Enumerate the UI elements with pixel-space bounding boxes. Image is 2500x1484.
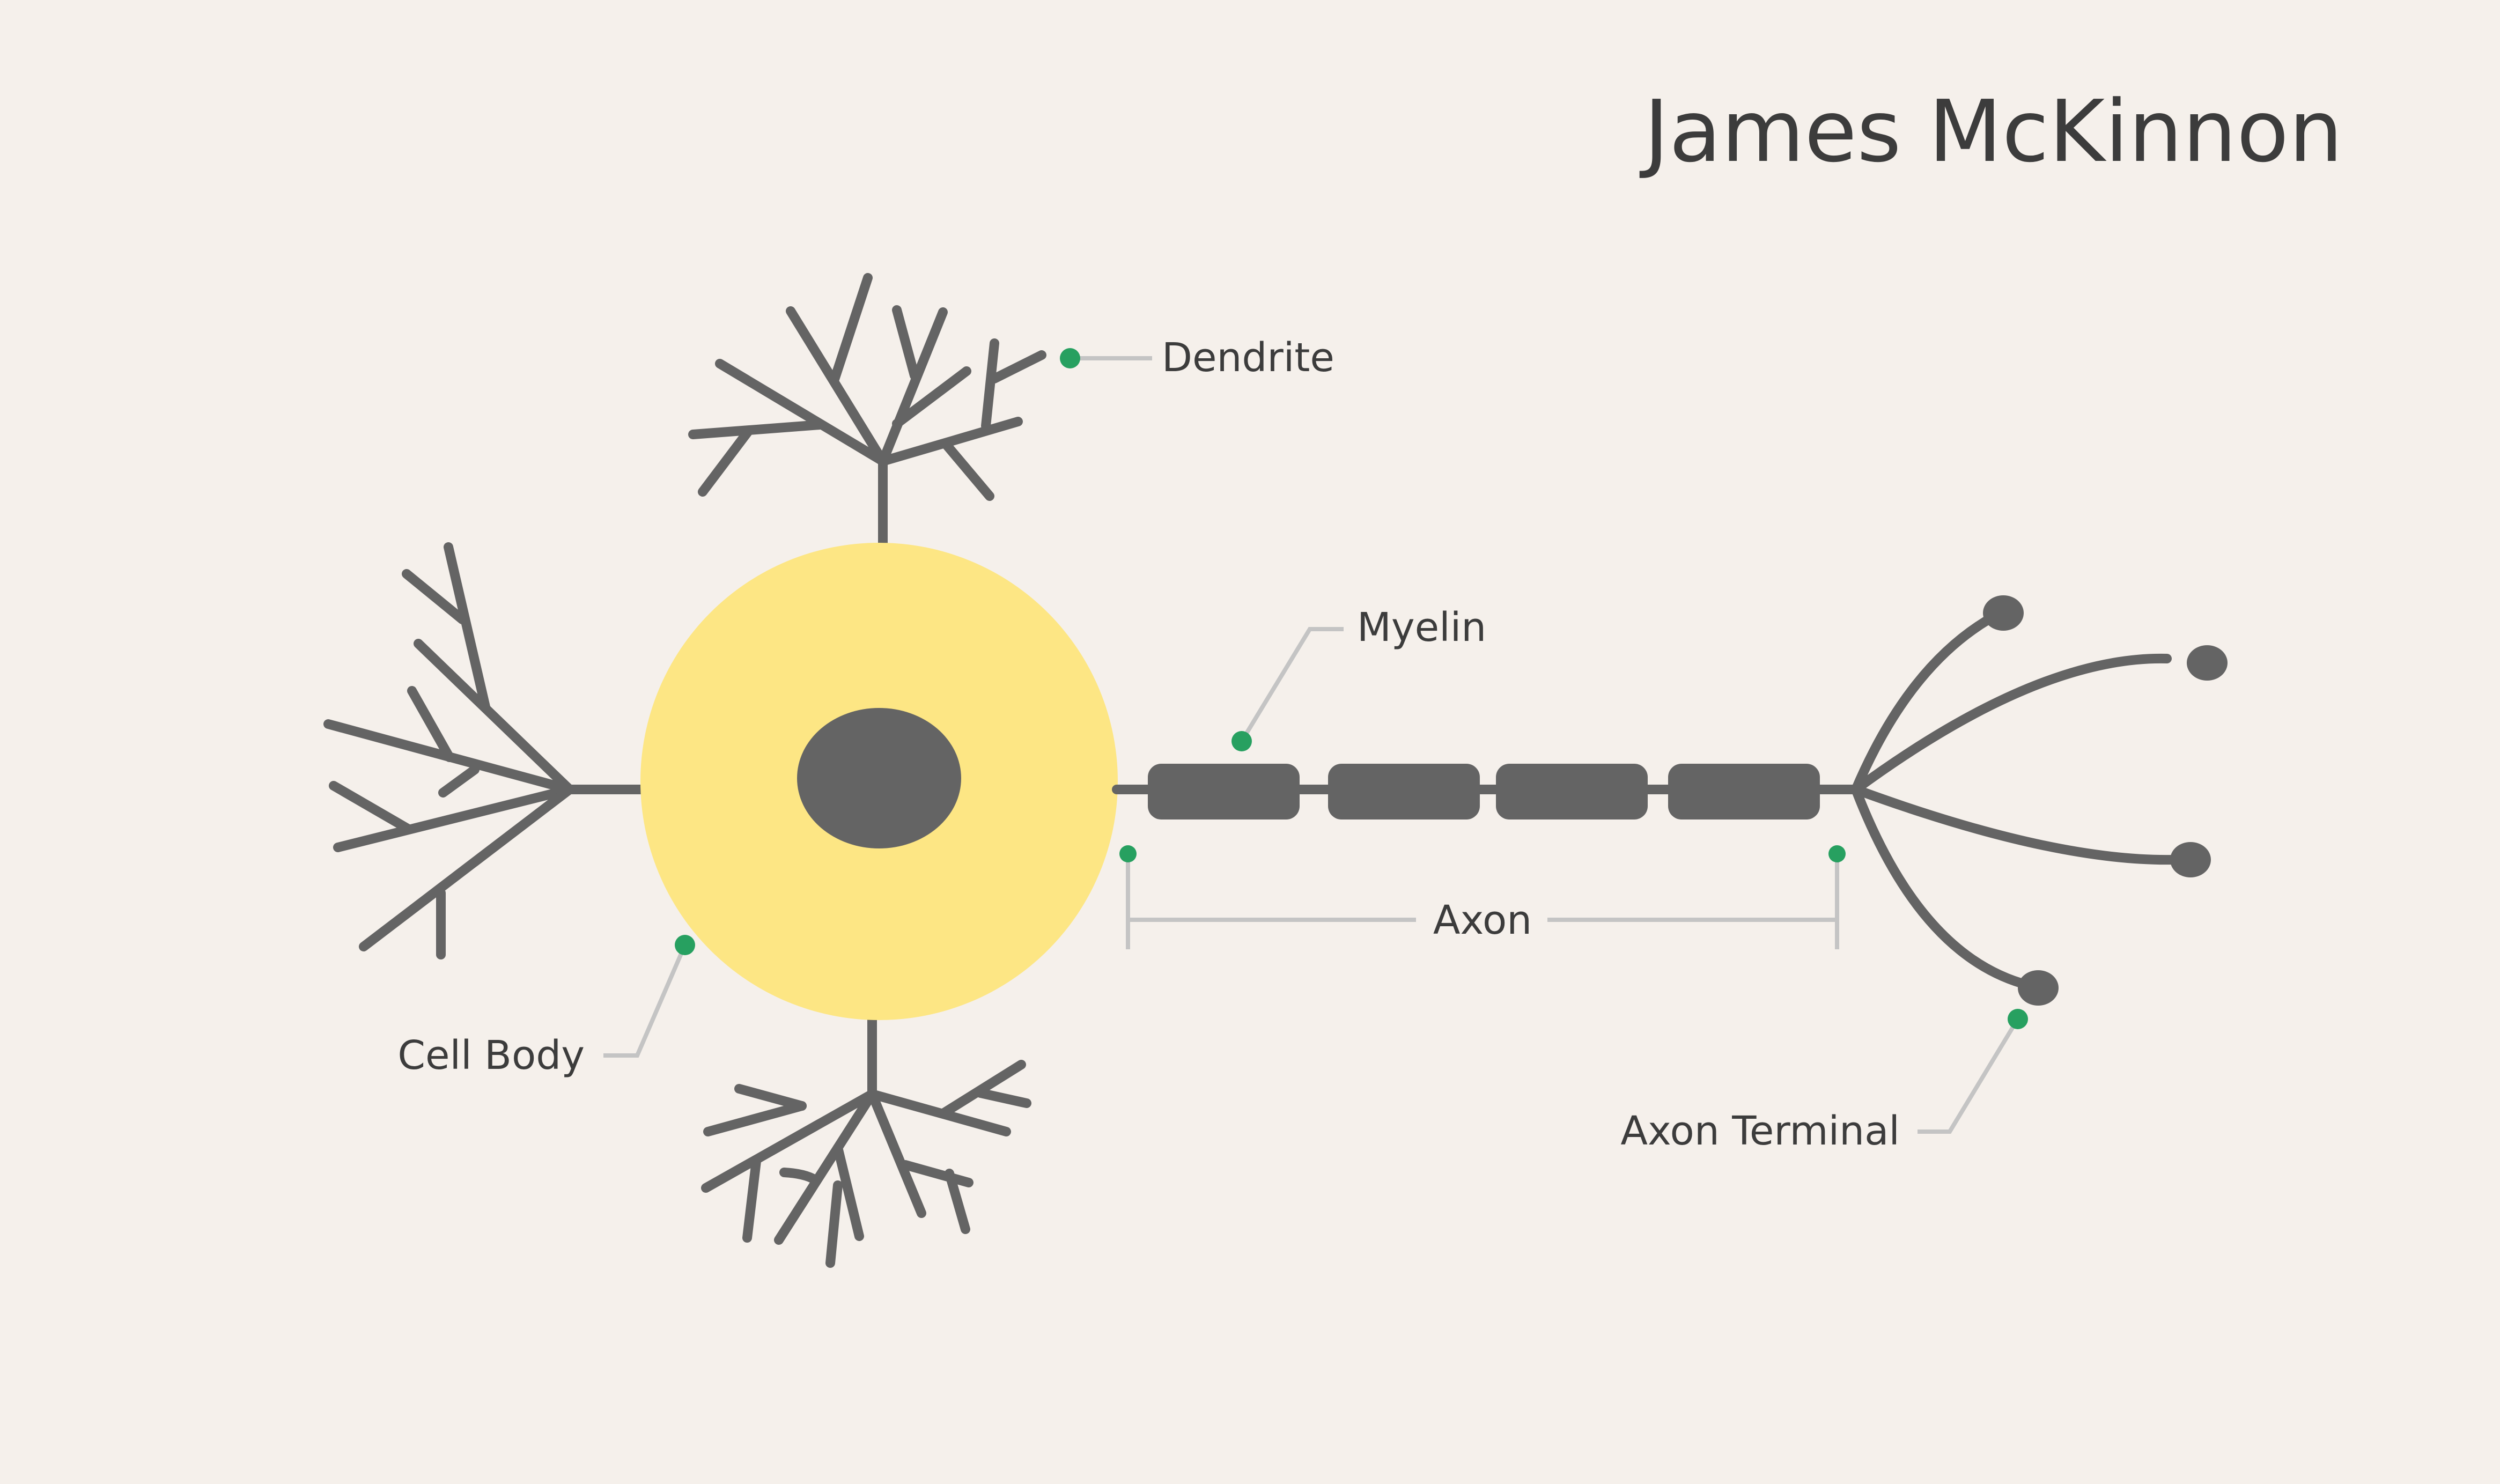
dendrite-marker bbox=[1060, 348, 1080, 368]
axon-terminal-leader-line bbox=[1918, 1017, 2020, 1134]
terminal-bulb bbox=[2018, 970, 2059, 1006]
cell-body-leader-line bbox=[603, 944, 687, 1058]
myelin-segment bbox=[1328, 764, 1480, 819]
axon-start-marker bbox=[1119, 845, 1137, 862]
terminal-bulb bbox=[2170, 842, 2211, 877]
dendrite-label: Dendrite bbox=[1162, 335, 1334, 381]
myelin-sheaths bbox=[1148, 764, 1820, 819]
myelin-leader-line bbox=[1240, 627, 1344, 743]
cell-body-callout: Cell Body bbox=[397, 935, 695, 1079]
dendrite-bottom bbox=[701, 1008, 1031, 1268]
myelin-segment bbox=[1496, 764, 1648, 819]
axon-terminal-label: Axon Terminal bbox=[1620, 1108, 1900, 1154]
terminal-bulb bbox=[2187, 645, 2228, 681]
myelin-segment bbox=[1668, 764, 1820, 819]
axon-terminal-callout: Axon Terminal bbox=[1620, 1009, 2028, 1154]
terminal-bulb bbox=[1983, 595, 2024, 631]
dendrite-top bbox=[688, 273, 1046, 549]
cell-body-marker bbox=[675, 935, 695, 955]
dendrite-left bbox=[323, 542, 646, 959]
axon-label: Axon bbox=[1433, 897, 1532, 943]
axon-terminal-marker bbox=[2008, 1009, 2028, 1029]
myelin-segment bbox=[1148, 764, 1300, 819]
axon-end-marker bbox=[1828, 845, 1846, 862]
axon-callout: Axon bbox=[1119, 845, 1846, 949]
cell-body-label: Cell Body bbox=[397, 1032, 585, 1079]
diagram-title: James McKinnon bbox=[1639, 82, 2343, 181]
myelin-callout: Myelin bbox=[1231, 604, 1486, 751]
myelin-marker bbox=[1231, 731, 1252, 751]
nucleus bbox=[797, 708, 961, 848]
myelin-label: Myelin bbox=[1357, 604, 1486, 651]
axon-terminals bbox=[1851, 595, 2228, 1006]
dendrite-callout: Dendrite bbox=[1060, 335, 1334, 381]
